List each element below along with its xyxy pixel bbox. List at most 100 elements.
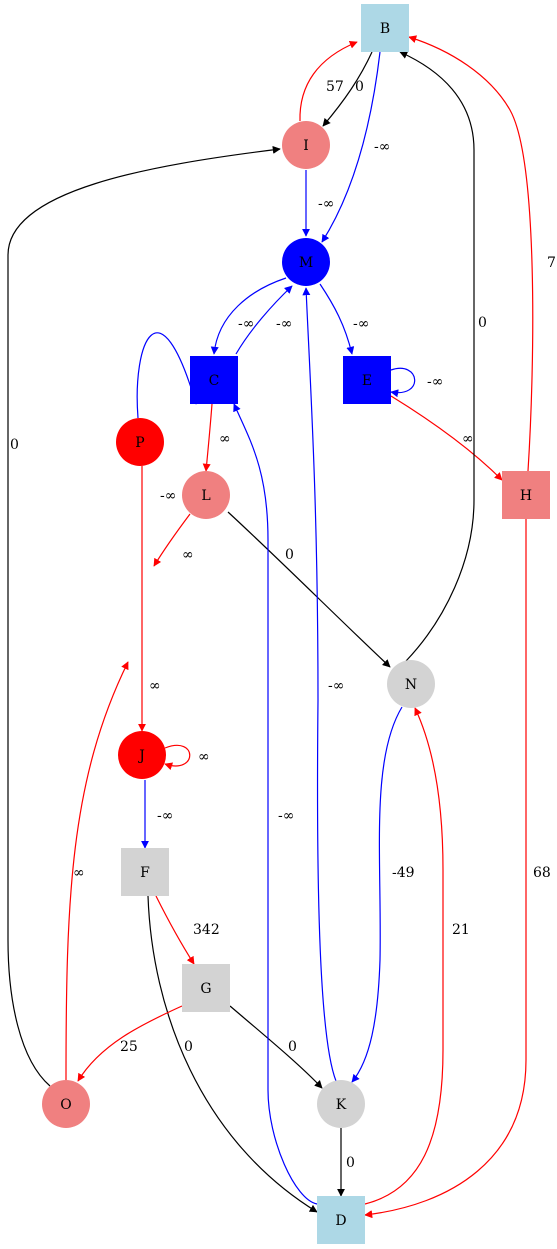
node-J: J bbox=[118, 731, 166, 779]
edge-F-to-G bbox=[155, 895, 195, 965]
edge-label-L-to-P: ∞ bbox=[182, 547, 194, 563]
nodes-layer: B I M C E H L P N J F G O K D bbox=[42, 4, 550, 1244]
edge-O-to-P bbox=[65, 661, 129, 1081]
node-B: B bbox=[361, 4, 409, 52]
node-shape-C bbox=[190, 356, 238, 404]
edge-label-I-to-M: -∞ bbox=[318, 196, 334, 212]
edge-labels-layer: 57 0 -∞ -∞ 0 -∞ -∞ -∞ -∞ ∞ 7 0 ∞ -∞ ∞ 0 ∞ ∞ -∞ 342 0 25 0 ∞ -49 -… bbox=[10, 79, 556, 1171]
edge-B-to-I bbox=[322, 51, 373, 127]
node-shape-H bbox=[502, 471, 550, 519]
node-shape-F bbox=[121, 848, 169, 896]
edge-E-to-E bbox=[390, 367, 416, 398]
node-shape-N bbox=[387, 660, 435, 708]
node-shape-E bbox=[343, 356, 391, 404]
node-label-D: D bbox=[335, 1213, 346, 1229]
edge-label-H-to-B: 7 bbox=[547, 255, 556, 271]
edge-label-K-to-M: -∞ bbox=[328, 678, 344, 694]
edge-J-to-J bbox=[164, 744, 191, 771]
edge-C-to-L bbox=[202, 403, 213, 472]
edge-label-H-to-D: 68 bbox=[533, 865, 551, 881]
node-K: K bbox=[317, 1080, 365, 1128]
edge-label-O-to-P: ∞ bbox=[73, 865, 85, 881]
node-P: P bbox=[116, 418, 164, 466]
edge-label-K-to-D: 0 bbox=[346, 1155, 355, 1171]
node-shape-L bbox=[182, 471, 230, 519]
node-L: L bbox=[182, 471, 230, 519]
edge-label-N-to-B: 0 bbox=[478, 315, 487, 331]
edge-K-to-M bbox=[302, 287, 337, 1082]
edge-C-to-M bbox=[235, 285, 293, 355]
edge-label-C-to-L: ∞ bbox=[219, 431, 231, 447]
node-label-N: N bbox=[405, 677, 417, 693]
edge-label-B-to-I: 0 bbox=[355, 79, 364, 95]
node-G: G bbox=[182, 964, 230, 1012]
edge-label-M-to-C: -∞ bbox=[238, 316, 254, 332]
node-N: N bbox=[387, 660, 435, 708]
node-shape-B bbox=[361, 4, 409, 52]
edge-I-to-B bbox=[299, 41, 358, 122]
node-shape-O bbox=[42, 1080, 90, 1128]
node-label-J: J bbox=[137, 748, 145, 764]
node-label-G: G bbox=[200, 981, 211, 997]
node-shape-K bbox=[317, 1080, 365, 1128]
edge-G-to-K bbox=[229, 1005, 323, 1089]
edge-B-to-M bbox=[321, 51, 381, 243]
node-I: I bbox=[282, 121, 330, 169]
edge-label-P-to-C: -∞ bbox=[160, 488, 176, 504]
node-label-C: C bbox=[209, 373, 220, 389]
edge-label-G-to-K: 0 bbox=[288, 1039, 297, 1055]
node-O: O bbox=[42, 1080, 90, 1128]
edge-L-to-N bbox=[227, 511, 391, 668]
node-label-F: F bbox=[140, 865, 150, 881]
node-shape-G bbox=[182, 964, 230, 1012]
edge-D-to-N bbox=[364, 707, 444, 1205]
edge-label-E-to-H: ∞ bbox=[462, 431, 474, 447]
node-F: F bbox=[121, 848, 169, 896]
edge-M-to-C bbox=[210, 277, 287, 355]
node-shape-I bbox=[282, 121, 330, 169]
node-shape-J bbox=[118, 731, 166, 779]
node-label-M: M bbox=[299, 255, 313, 271]
edge-label-M-to-E: -∞ bbox=[353, 316, 369, 332]
node-shape-M bbox=[282, 238, 330, 286]
edge-label-J-to-J: ∞ bbox=[198, 749, 210, 765]
edge-label-D-to-N: 21 bbox=[452, 922, 470, 938]
edge-label-J-to-F: -∞ bbox=[157, 808, 173, 824]
node-label-P: P bbox=[135, 435, 144, 451]
node-label-E: E bbox=[362, 373, 372, 389]
node-shape-D bbox=[317, 1196, 365, 1244]
edge-N-to-B bbox=[399, 51, 475, 662]
edge-label-E-to-E: -∞ bbox=[427, 374, 443, 390]
edge-H-to-B bbox=[408, 35, 534, 472]
node-label-I: I bbox=[303, 138, 309, 154]
edge-P-to-C bbox=[136, 332, 198, 419]
node-H: H bbox=[502, 471, 550, 519]
edge-label-N-to-K: -49 bbox=[392, 865, 415, 881]
edge-F-to-D bbox=[147, 895, 318, 1213]
edge-label-L-to-N: 0 bbox=[285, 547, 294, 563]
node-C: C bbox=[190, 356, 238, 404]
edge-label-F-to-G: 342 bbox=[193, 922, 220, 938]
node-M: M bbox=[282, 238, 330, 286]
node-label-L: L bbox=[201, 488, 210, 504]
edge-H-to-D bbox=[364, 519, 527, 1219]
edge-label-B-to-M: -∞ bbox=[374, 139, 390, 155]
edge-label-G-to-O: 25 bbox=[120, 1039, 138, 1055]
node-label-K: K bbox=[336, 1097, 347, 1113]
node-label-H: H bbox=[520, 488, 532, 504]
edge-label-O-to-I: 0 bbox=[10, 437, 19, 453]
node-D: D bbox=[317, 1196, 365, 1244]
edge-label-I-to-B: 57 bbox=[326, 79, 344, 95]
edge-M-to-E bbox=[319, 283, 355, 355]
edge-O-to-I bbox=[7, 145, 281, 1087]
edge-label-D-to-C: -∞ bbox=[278, 808, 294, 824]
edge-N-to-K bbox=[351, 706, 403, 1083]
node-label-B: B bbox=[380, 21, 390, 37]
edge-label-F-to-D: 0 bbox=[184, 1039, 193, 1055]
edge-E-to-H bbox=[390, 395, 503, 481]
edge-L-to-P bbox=[153, 513, 191, 567]
node-shape-P bbox=[116, 418, 164, 466]
edge-label-P-to-J: ∞ bbox=[149, 678, 161, 694]
edge-D-to-C bbox=[233, 403, 318, 1205]
